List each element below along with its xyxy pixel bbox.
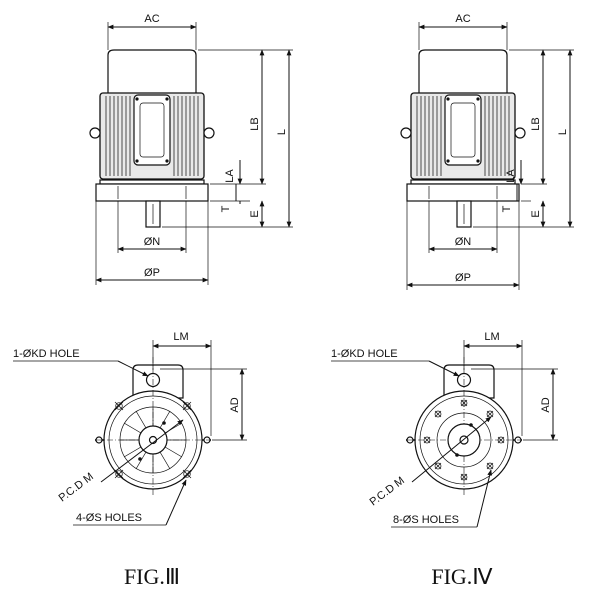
dim-la: LA — [224, 169, 236, 183]
kd-hole-label: 1-ØKD HOLE — [13, 348, 80, 360]
dim-p: ØP — [455, 272, 471, 284]
pcd-label: P.C.D M — [57, 471, 96, 505]
figure-caption: FIG.Ⅲ — [124, 564, 180, 589]
dim-ac: AC — [144, 13, 159, 25]
dim-ad: AD — [540, 397, 552, 412]
side-view-4 — [400, 22, 574, 290]
dim-lb: LB — [249, 117, 261, 130]
dim-ac: AC — [455, 13, 470, 25]
dim-la: LA — [505, 169, 517, 183]
dim-t: T — [501, 205, 513, 212]
dim-e: E — [249, 210, 261, 217]
figure-4: AC LB L LA T E ØN ØP — [331, 13, 574, 589]
dim-e: E — [530, 210, 542, 217]
figure-caption: FIG.Ⅳ — [431, 564, 493, 589]
dim-p: ØP — [144, 267, 160, 279]
end-view-4 — [331, 340, 558, 528]
side-view-3: AC LB L LA T E ØN — [89, 13, 293, 285]
dim-lm: LM — [484, 331, 499, 343]
figure-3: AC LB L LA T E ØN — [13, 13, 293, 589]
dim-n: ØN — [455, 236, 472, 248]
dim-lb: LB — [530, 117, 542, 130]
dim-lm: LM — [173, 331, 188, 343]
s-holes-label: 8-ØS HOLES — [393, 514, 459, 526]
end-view-3: P.C.D M LM AD 1-ØKD HOLE 4-ØS HOLES — [13, 331, 247, 526]
dim-t: T — [220, 205, 232, 212]
dim-l: L — [557, 129, 569, 135]
kd-hole-label: 1-ØKD HOLE — [331, 348, 398, 360]
dim-l: L — [276, 129, 288, 135]
s-holes-label: 4-ØS HOLES — [76, 512, 142, 524]
pcd-label: P.C.D M — [368, 475, 407, 509]
dim-ad: AD — [229, 397, 241, 412]
dim-n: ØN — [144, 236, 161, 248]
